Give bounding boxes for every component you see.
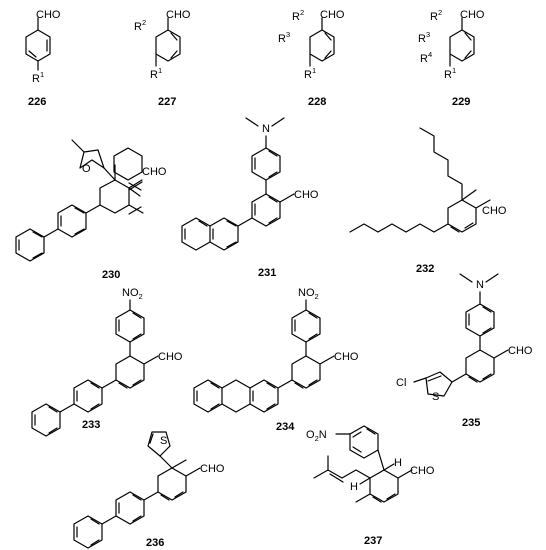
r1-label: R1 [32, 70, 44, 85]
r2-label: R2 [292, 8, 304, 23]
compound-232: CHO 232 [349, 127, 507, 275]
compound-number: 237 [364, 535, 382, 547]
compound-233: NO2 CHO 233 [31, 287, 183, 437]
compound-number: 227 [158, 96, 176, 108]
compound-236: CHO S 236 [73, 431, 225, 549]
compound-number: 234 [276, 421, 295, 433]
amine-nitrogen: N [476, 279, 484, 291]
r2-label: R2 [134, 18, 146, 33]
compound-number: 232 [416, 263, 434, 275]
cho-label: CHO [294, 189, 319, 201]
compound-number: 233 [82, 419, 100, 431]
cho-label: CHO [320, 9, 345, 21]
compound-229: CHO R2 R3 R4 R1 229 [418, 8, 485, 108]
compound-237: O2N CHO H H 237 [306, 425, 435, 547]
r1-label: R1 [444, 66, 456, 81]
compound-number: 226 [28, 96, 46, 108]
compound-number: 235 [462, 417, 480, 429]
r4-label: R4 [420, 50, 432, 65]
cho-label: CHO [508, 345, 533, 357]
compound-number: 230 [102, 269, 120, 281]
r2-label: R2 [430, 8, 442, 23]
compound-number: 236 [146, 537, 164, 549]
amine-nitrogen: N [262, 123, 270, 135]
cho-label: CHO [200, 463, 225, 475]
compound-number: 231 [258, 267, 276, 279]
compound-235: N CHO S Cl 235 [396, 273, 533, 429]
furan-oxygen: O [82, 163, 91, 175]
cho-label: CHO [334, 351, 359, 363]
cho-label: CHO [36, 9, 61, 21]
cho-label: CHO [158, 351, 183, 363]
thiophene-sulfur: S [160, 435, 167, 447]
compound-227: CHO R2 R1 227 [134, 9, 191, 108]
compound-231: N CHO 231 [181, 117, 319, 279]
r1-label: R1 [304, 66, 316, 81]
compound-number: 228 [308, 96, 326, 108]
r3-label: R3 [418, 30, 430, 45]
nitro-group: O2N [306, 429, 327, 443]
nitro-group: NO2 [298, 287, 319, 301]
compound-228: CHO R2 R3 R1 228 [278, 8, 345, 108]
r3-label: R3 [278, 30, 290, 45]
cho-label: CHO [166, 9, 191, 21]
compound-226: CHO R1 226 [25, 9, 61, 108]
cho-label: CHO [482, 205, 507, 217]
cho-label: CHO [142, 166, 167, 178]
hydrogen-2: H [350, 481, 358, 493]
compound-230: CHO O 230 [15, 139, 167, 281]
nitro-group: NO2 [122, 287, 143, 301]
thiophene-sulfur: S [432, 391, 439, 403]
cho-label: CHO [460, 9, 485, 21]
compound-number: 229 [452, 96, 470, 108]
cho-label: CHO [410, 465, 435, 477]
hydrogen-1: H [394, 457, 402, 469]
chlorine-label: Cl [396, 377, 406, 389]
compound-234: NO2 CHO 234 [193, 287, 359, 433]
r1-label: R1 [150, 66, 162, 81]
